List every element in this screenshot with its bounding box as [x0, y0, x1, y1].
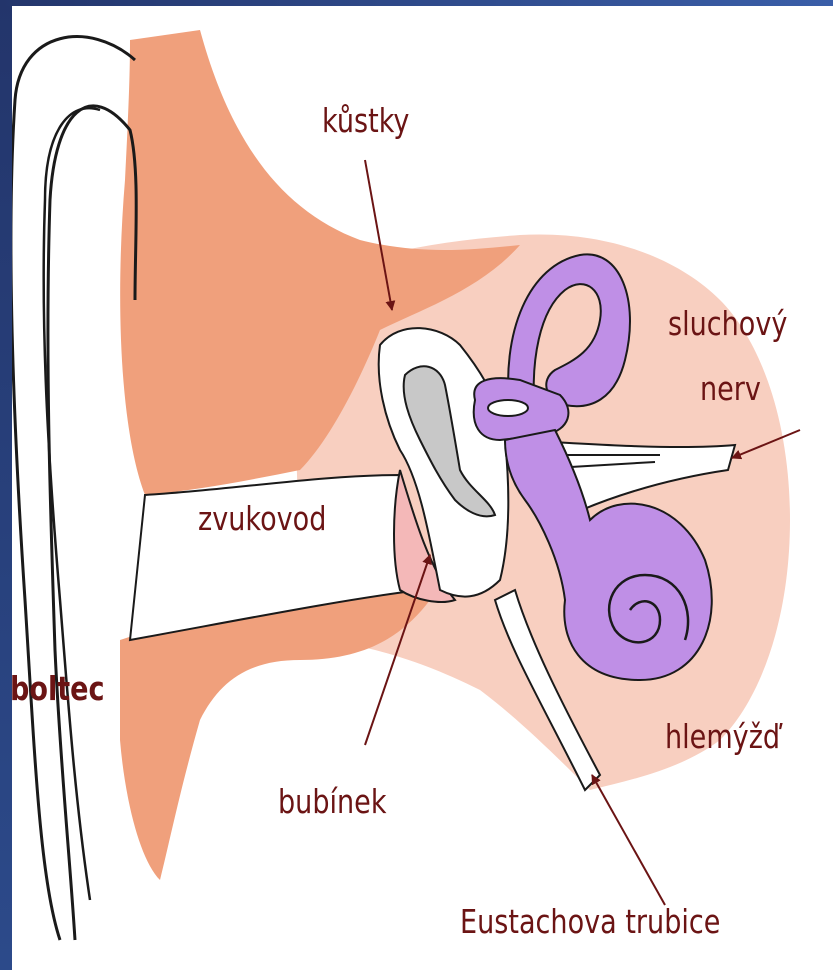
label-boltec: boltec [10, 672, 105, 705]
slide-frame-left [0, 0, 12, 970]
label-eustach: Eustachova trubice [460, 905, 720, 938]
arrow-eustach [592, 775, 665, 905]
label-nerv: nerv [700, 372, 761, 405]
label-zvukovod: zvukovod [198, 502, 326, 535]
slide-frame-top [0, 0, 833, 6]
label-sluchovy: sluchový [668, 307, 787, 340]
pinna-inner-fold [44, 108, 100, 900]
oval-window [488, 400, 528, 416]
label-bubinek: bubínek [278, 785, 386, 818]
pinna-outline [11, 37, 136, 940]
label-hlemyzd: hlemýžď [665, 720, 780, 753]
label-kustky: kůstky [322, 104, 409, 137]
